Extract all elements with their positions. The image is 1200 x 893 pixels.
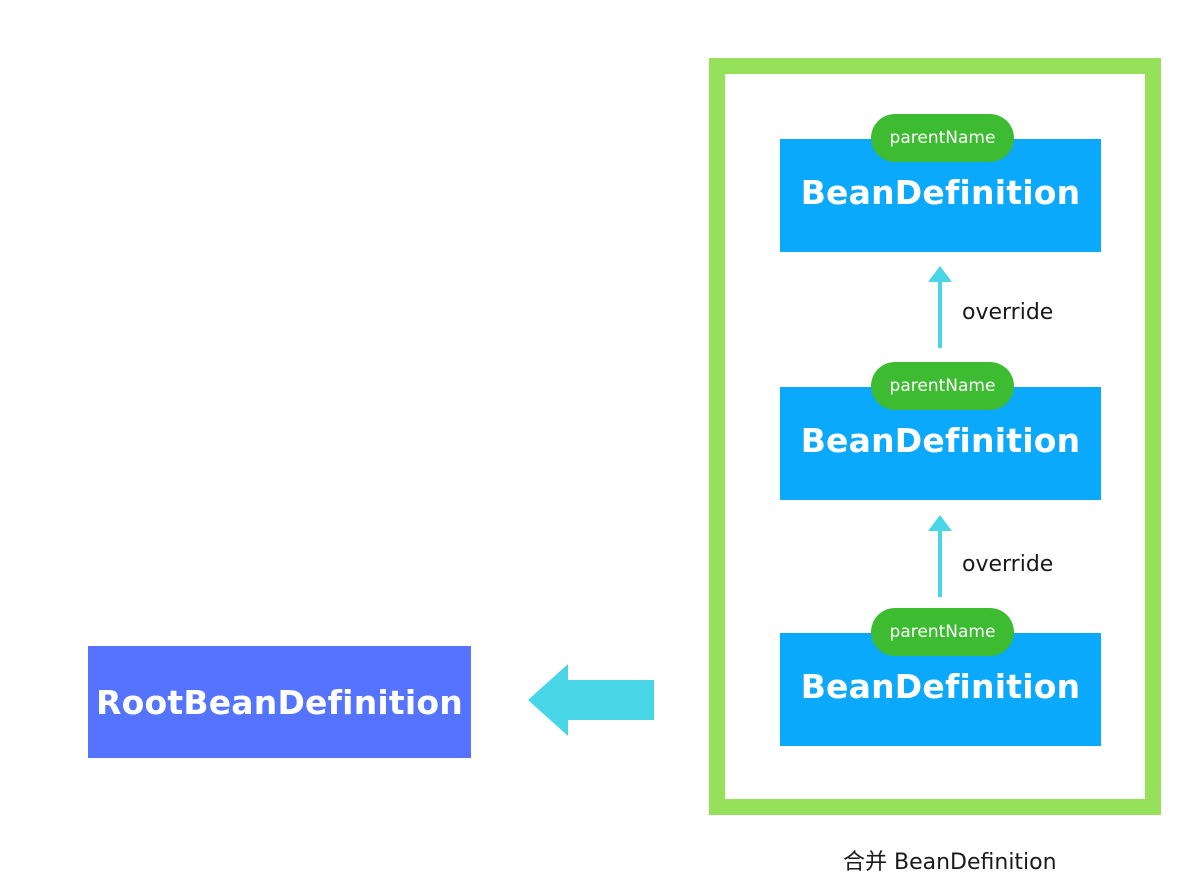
bean-definition-title-bottom: BeanDefinition xyxy=(800,667,1081,706)
bean-definition-title-middle: BeanDefinition xyxy=(800,421,1081,460)
merge-result-arrow xyxy=(528,664,654,736)
bean-definition-title-top: BeanDefinition xyxy=(800,173,1081,212)
override-label-lower: override xyxy=(962,552,1054,577)
parent-name-badge-middle: parentName xyxy=(871,362,1014,410)
parent-name-badge-top: parentName xyxy=(871,114,1014,162)
parent-name-badge-bottom: parentName xyxy=(871,608,1014,656)
root-bean-definition-label: RootBeanDefinition xyxy=(96,682,463,722)
override-arrow-lower xyxy=(928,515,952,597)
merge-caption: 合并 BeanDefinition xyxy=(843,850,1057,875)
root-bean-definition-box: RootBeanDefinition xyxy=(88,646,471,758)
override-arrow-upper xyxy=(928,266,952,348)
bean-definition-box-top: BeanDefinition xyxy=(780,139,1101,252)
override-label-upper: override xyxy=(962,300,1054,325)
